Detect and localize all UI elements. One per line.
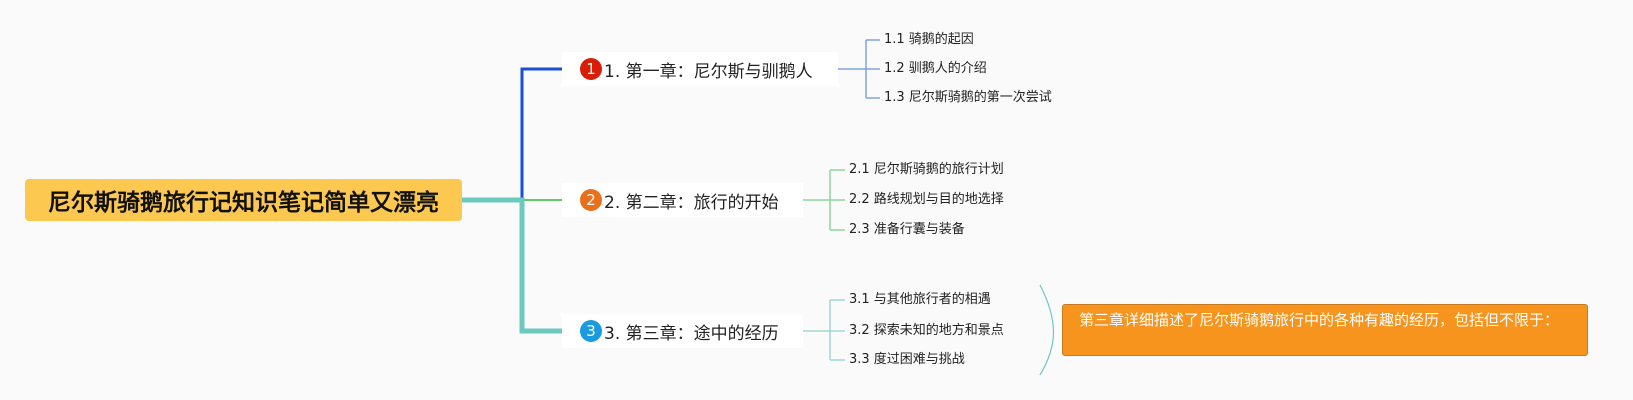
chapter-2-node[interactable]: 2 2. 第二章：旅行的开始 — [562, 183, 803, 217]
chapter-2-label: 2. 第二章：旅行的开始 — [604, 192, 779, 213]
badge-1-icon: 1 — [580, 58, 602, 80]
chapter-1-node[interactable]: 1 1. 第一章：尼尔斯与驯鹅人 — [562, 52, 838, 86]
connector-ch1-items — [838, 39, 880, 99]
connector-root-ch1 — [462, 67, 562, 202]
summary-brace — [1039, 284, 1055, 376]
subtopic-1-1[interactable]: 1.1 骑鹅的起因 — [884, 32, 974, 47]
connector-ch3-items — [803, 299, 845, 361]
root-title: 尼尔斯骑鹅旅行记知识笔记简单又漂亮 — [48, 190, 439, 216]
subtopic-1-2[interactable]: 1.2 驯鹅人的介绍 — [884, 61, 987, 76]
subtopic-2-1[interactable]: 2.1 尼尔斯骑鹅的旅行计划 — [849, 162, 1004, 177]
connector-root-ch3 — [462, 197, 562, 334]
subtopic-3-2[interactable]: 3.2 探索未知的地方和景点 — [849, 323, 1004, 338]
subtopic-1-3[interactable]: 1.3 尼尔斯骑鹅的第一次尝试 — [884, 90, 1052, 105]
badge-3-icon: 3 — [580, 320, 602, 342]
summary-note[interactable]: 第三章详细描述了尼尔斯骑鹅旅行中的各种有趣的经历，包括但不限于： — [1062, 304, 1588, 356]
summary-note-text: 第三章详细描述了尼尔斯骑鹅旅行中的各种有趣的经历，包括但不限于： — [1079, 311, 1560, 329]
chapter-3-node[interactable]: 3 3. 第三章：途中的经历 — [562, 314, 803, 348]
badge-2-icon: 2 — [580, 189, 602, 211]
subtopic-3-3[interactable]: 3.3 度过困难与挑战 — [849, 352, 965, 367]
connector-ch2-items — [803, 169, 845, 231]
chapter-1-label: 1. 第一章：尼尔斯与驯鹅人 — [604, 61, 813, 82]
subtopic-2-3[interactable]: 2.3 准备行囊与装备 — [849, 222, 965, 237]
subtopic-2-2[interactable]: 2.2 路线规划与目的地选择 — [849, 192, 1004, 207]
root-topic[interactable]: 尼尔斯骑鹅旅行记知识笔记简单又漂亮 — [25, 179, 462, 221]
subtopic-3-1[interactable]: 3.1 与其他旅行者的相遇 — [849, 292, 991, 307]
chapter-3-label: 3. 第三章：途中的经历 — [604, 323, 779, 344]
